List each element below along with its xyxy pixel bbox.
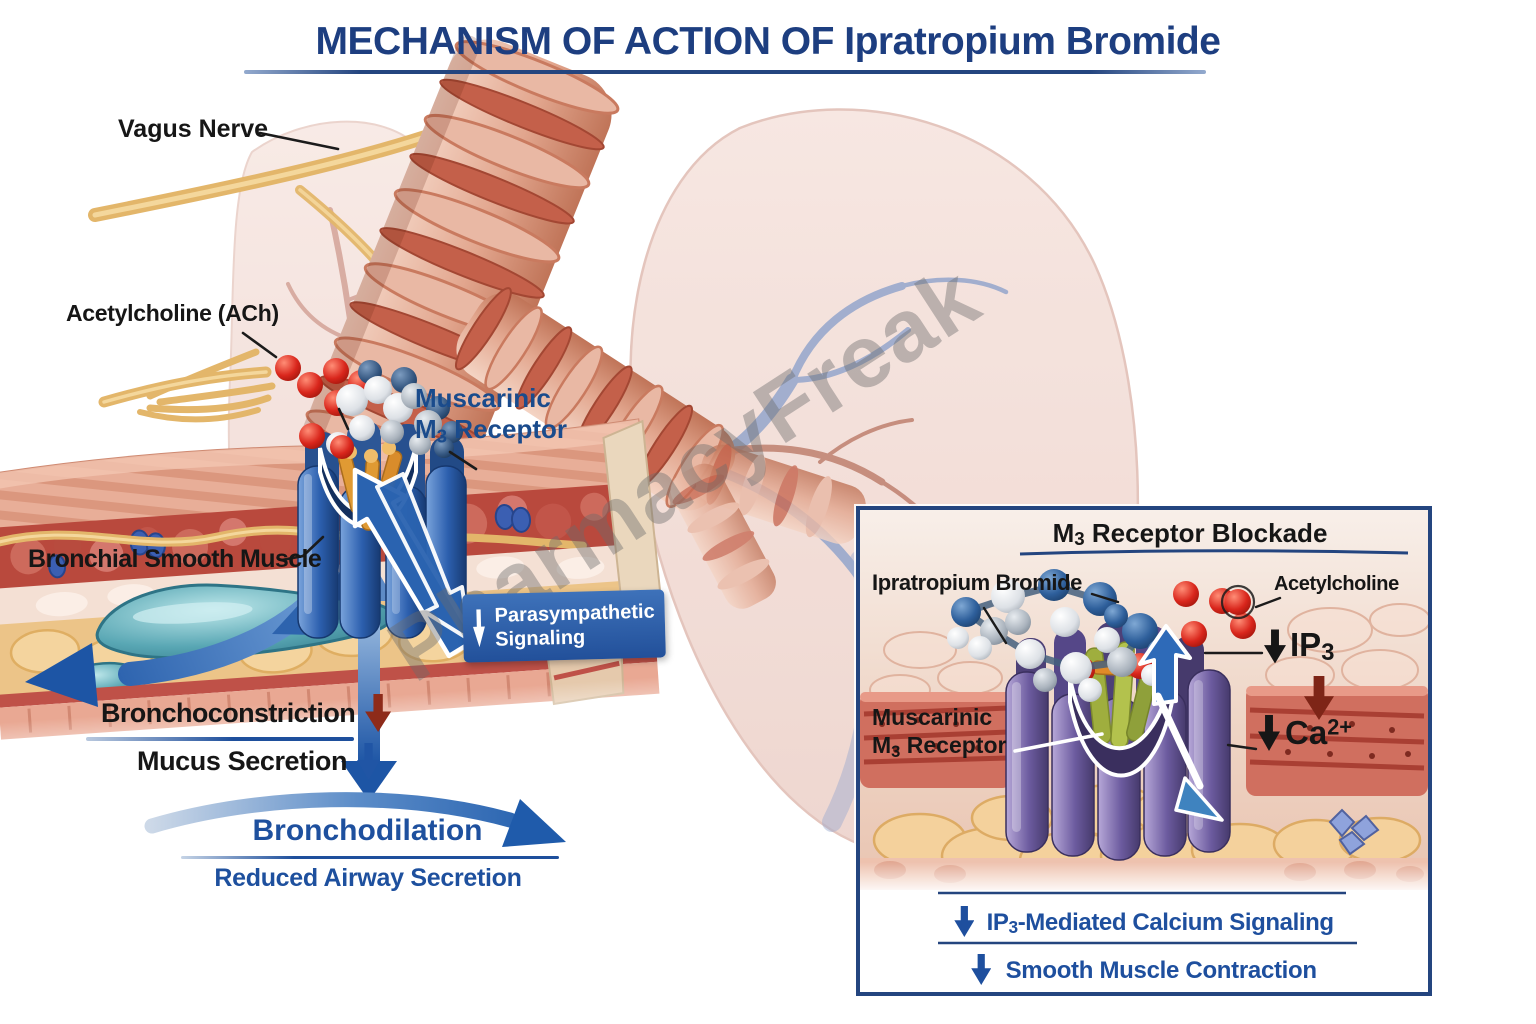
inset-acetylcholine-label: Acetylcholine: [1274, 573, 1399, 595]
inset-title-sub: 3: [1074, 528, 1085, 550]
down-arrow-icon: [1264, 629, 1286, 664]
muscarinic-pointer: [1013, 732, 1104, 753]
title-underline: [244, 70, 1206, 74]
m3-sub: 3: [436, 425, 448, 447]
bronchoconstriction-label: Bronchoconstriction: [101, 694, 392, 732]
mucus-secretion-text: Mucus Secretion: [137, 746, 348, 776]
banner-text: Parasympathetic Signaling: [494, 600, 655, 652]
bound-ach: [330, 435, 354, 459]
inset-title-rest: Receptor Blockade: [1084, 518, 1328, 548]
smooth-muscle-contraction-row: Smooth Muscle Contraction: [860, 954, 1428, 985]
down-arrow-icon: [971, 954, 992, 985]
bidirectional-signal-arrows: [352, 467, 478, 659]
row1-text: IP3-Mediated Calcium Signaling: [986, 909, 1334, 937]
down-arrow-icon: [357, 743, 381, 780]
ipratropium-bromide-label: Ipratropium Bromide: [872, 570, 1082, 595]
down-arrow-icon: [1258, 715, 1280, 751]
parasympathetic-signaling-banner: Parasympathetic Signaling: [462, 589, 666, 663]
blocked-signal-up-arrow: [1138, 624, 1192, 706]
page-title: MECHANISM OF ACTION OF Ipratropium Bromi…: [315, 20, 1221, 63]
vagus-nerve-label: Vagus Nerve: [118, 115, 269, 143]
bronchodilation-arrow: [144, 792, 566, 847]
bound-ach: [299, 423, 325, 449]
bronchial-smooth-muscle-label: Bronchial Smooth Muscle: [28, 545, 322, 573]
inset-muscarinic-line1: Muscarinic: [872, 704, 993, 730]
inset-m3-m: M: [872, 732, 892, 758]
inset-acetylcholine-molecules: [1173, 581, 1256, 647]
bronchoconstriction-text: Bronchoconstriction: [101, 697, 356, 728]
inset-muscarinic-label: Muscarinic M3 Receptor: [872, 703, 1006, 766]
inset-title-m: M: [1052, 518, 1075, 548]
row2-text: Smooth Muscle Contraction: [1005, 957, 1317, 984]
smooth-muscle-bands: [860, 686, 1428, 796]
banner-line1: Parasympathetic: [494, 600, 655, 627]
acetylcholine-label: Acetylcholine (ACh): [66, 300, 279, 326]
bronchoconstriction-underline: [86, 737, 354, 741]
inset-pointer-lines: [982, 592, 1282, 751]
bronchodilation-underline: [181, 856, 559, 859]
muscarinic-line1: Muscarinic: [415, 383, 551, 413]
m3-rest: Receptor: [447, 414, 567, 444]
ip3-mediated-signaling-row: IP3-Mediated Calcium Signaling: [860, 906, 1428, 938]
reduced-airway-secretion-label: Reduced Airway Secretion: [214, 864, 522, 892]
inset-m3-rest: Receptor: [900, 732, 1007, 758]
m3-receptor-blockade-panel: M3 Receptor Blockade Ipratropium Bromide…: [856, 506, 1432, 996]
down-arrow-icon: [954, 906, 975, 937]
crystal-cells: [1328, 808, 1380, 856]
ip3-decrease-label: IP3: [1264, 626, 1334, 667]
bronchus-branch-upper: [695, 443, 866, 544]
inset-title: M3 Receptor Blockade: [952, 518, 1428, 550]
inset-illustration: [860, 510, 1428, 992]
down-arrow-icon: [473, 609, 486, 647]
muscarinic-m3-receptor-label: Muscarinic M3 Receptor: [415, 383, 567, 451]
pointer-lines: [241, 131, 478, 562]
calcium-decrease-label: Ca2+: [1258, 714, 1352, 752]
inset-m3-sub: 3: [891, 741, 901, 761]
reduced-signal-arrow: [1154, 692, 1224, 822]
down-arrow-icon: [365, 694, 392, 732]
ca-text: Ca2+: [1285, 714, 1353, 751]
mucus-secretion-label: Mucus Secretion: [137, 743, 381, 780]
m3-m: M: [415, 414, 437, 444]
nerve-ending: [98, 348, 276, 423]
inset-title-underline: [1019, 549, 1409, 556]
bronchodilation-label: Bronchodilation: [252, 814, 483, 847]
ip3-text: IP3: [1290, 626, 1335, 666]
banner-line2: Signaling: [494, 626, 586, 651]
bronchus-branch-lower: [670, 463, 776, 609]
